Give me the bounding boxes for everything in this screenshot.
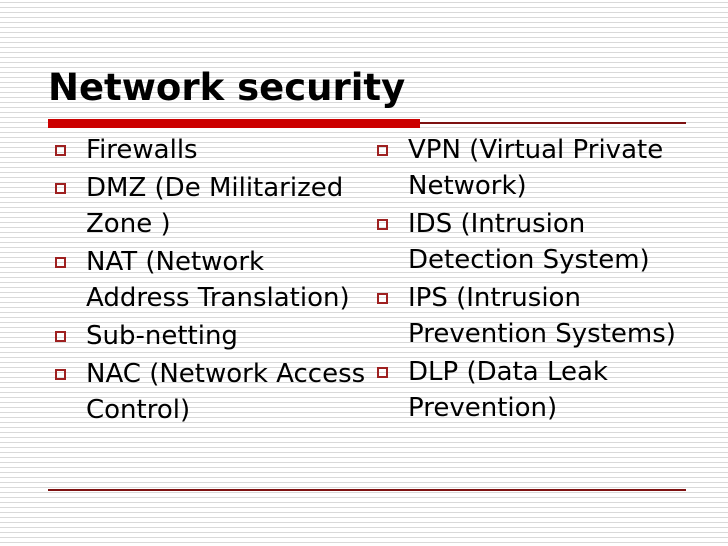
- list-item-label: DMZ (De Militarized Zone ): [86, 173, 344, 239]
- title-divider: [48, 119, 686, 128]
- square-outline-icon: [377, 293, 388, 304]
- list-item: Firewalls: [52, 132, 368, 168]
- list-item: NAT (Network Address Translation): [52, 244, 368, 316]
- bullet-list-left: Firewalls DMZ (De Militarized Zone ) NAT…: [52, 132, 368, 428]
- list-item: VPN (Virtual Private Network): [374, 132, 718, 204]
- square-outline-icon: [377, 219, 388, 230]
- list-item-label: NAC (Network Access Control): [86, 359, 366, 425]
- title-divider-accent-bar: [48, 119, 420, 128]
- bullet-column-left: Firewalls DMZ (De Militarized Zone ) NAT…: [52, 132, 368, 430]
- list-item-label: NAT (Network Address Translation): [86, 247, 350, 313]
- list-item-label: IDS (Intrusion Detection System): [408, 209, 650, 275]
- list-item: NAC (Network Access Control): [52, 356, 368, 428]
- square-outline-icon: [55, 257, 66, 268]
- square-outline-icon: [55, 331, 66, 342]
- page-title: Network security: [48, 65, 406, 109]
- list-item: Sub-netting: [52, 318, 368, 354]
- list-item: DLP (Data Leak Prevention): [374, 354, 718, 426]
- list-item: IDS (Intrusion Detection System): [374, 206, 718, 278]
- square-outline-icon: [377, 367, 388, 378]
- list-item-label: VPN (Virtual Private Network): [408, 135, 664, 201]
- bottom-divider: [48, 489, 686, 491]
- square-outline-icon: [377, 145, 388, 156]
- list-item: DMZ (De Militarized Zone ): [52, 170, 368, 242]
- square-outline-icon: [55, 183, 66, 194]
- list-item-label: Firewalls: [86, 135, 198, 165]
- list-item-label: Sub-netting: [86, 321, 238, 351]
- bullet-column-right: VPN (Virtual Private Network) IDS (Intru…: [374, 132, 718, 428]
- list-item: IPS (Intrusion Prevention Systems): [374, 280, 718, 352]
- bullet-list-right: VPN (Virtual Private Network) IDS (Intru…: [374, 132, 718, 426]
- slide-body: Firewalls DMZ (De Militarized Zone ) NAT…: [0, 132, 728, 488]
- list-item-label: IPS (Intrusion Prevention Systems): [408, 283, 676, 349]
- list-item-label: DLP (Data Leak Prevention): [408, 357, 608, 423]
- square-outline-icon: [55, 369, 66, 380]
- square-outline-icon: [55, 145, 66, 156]
